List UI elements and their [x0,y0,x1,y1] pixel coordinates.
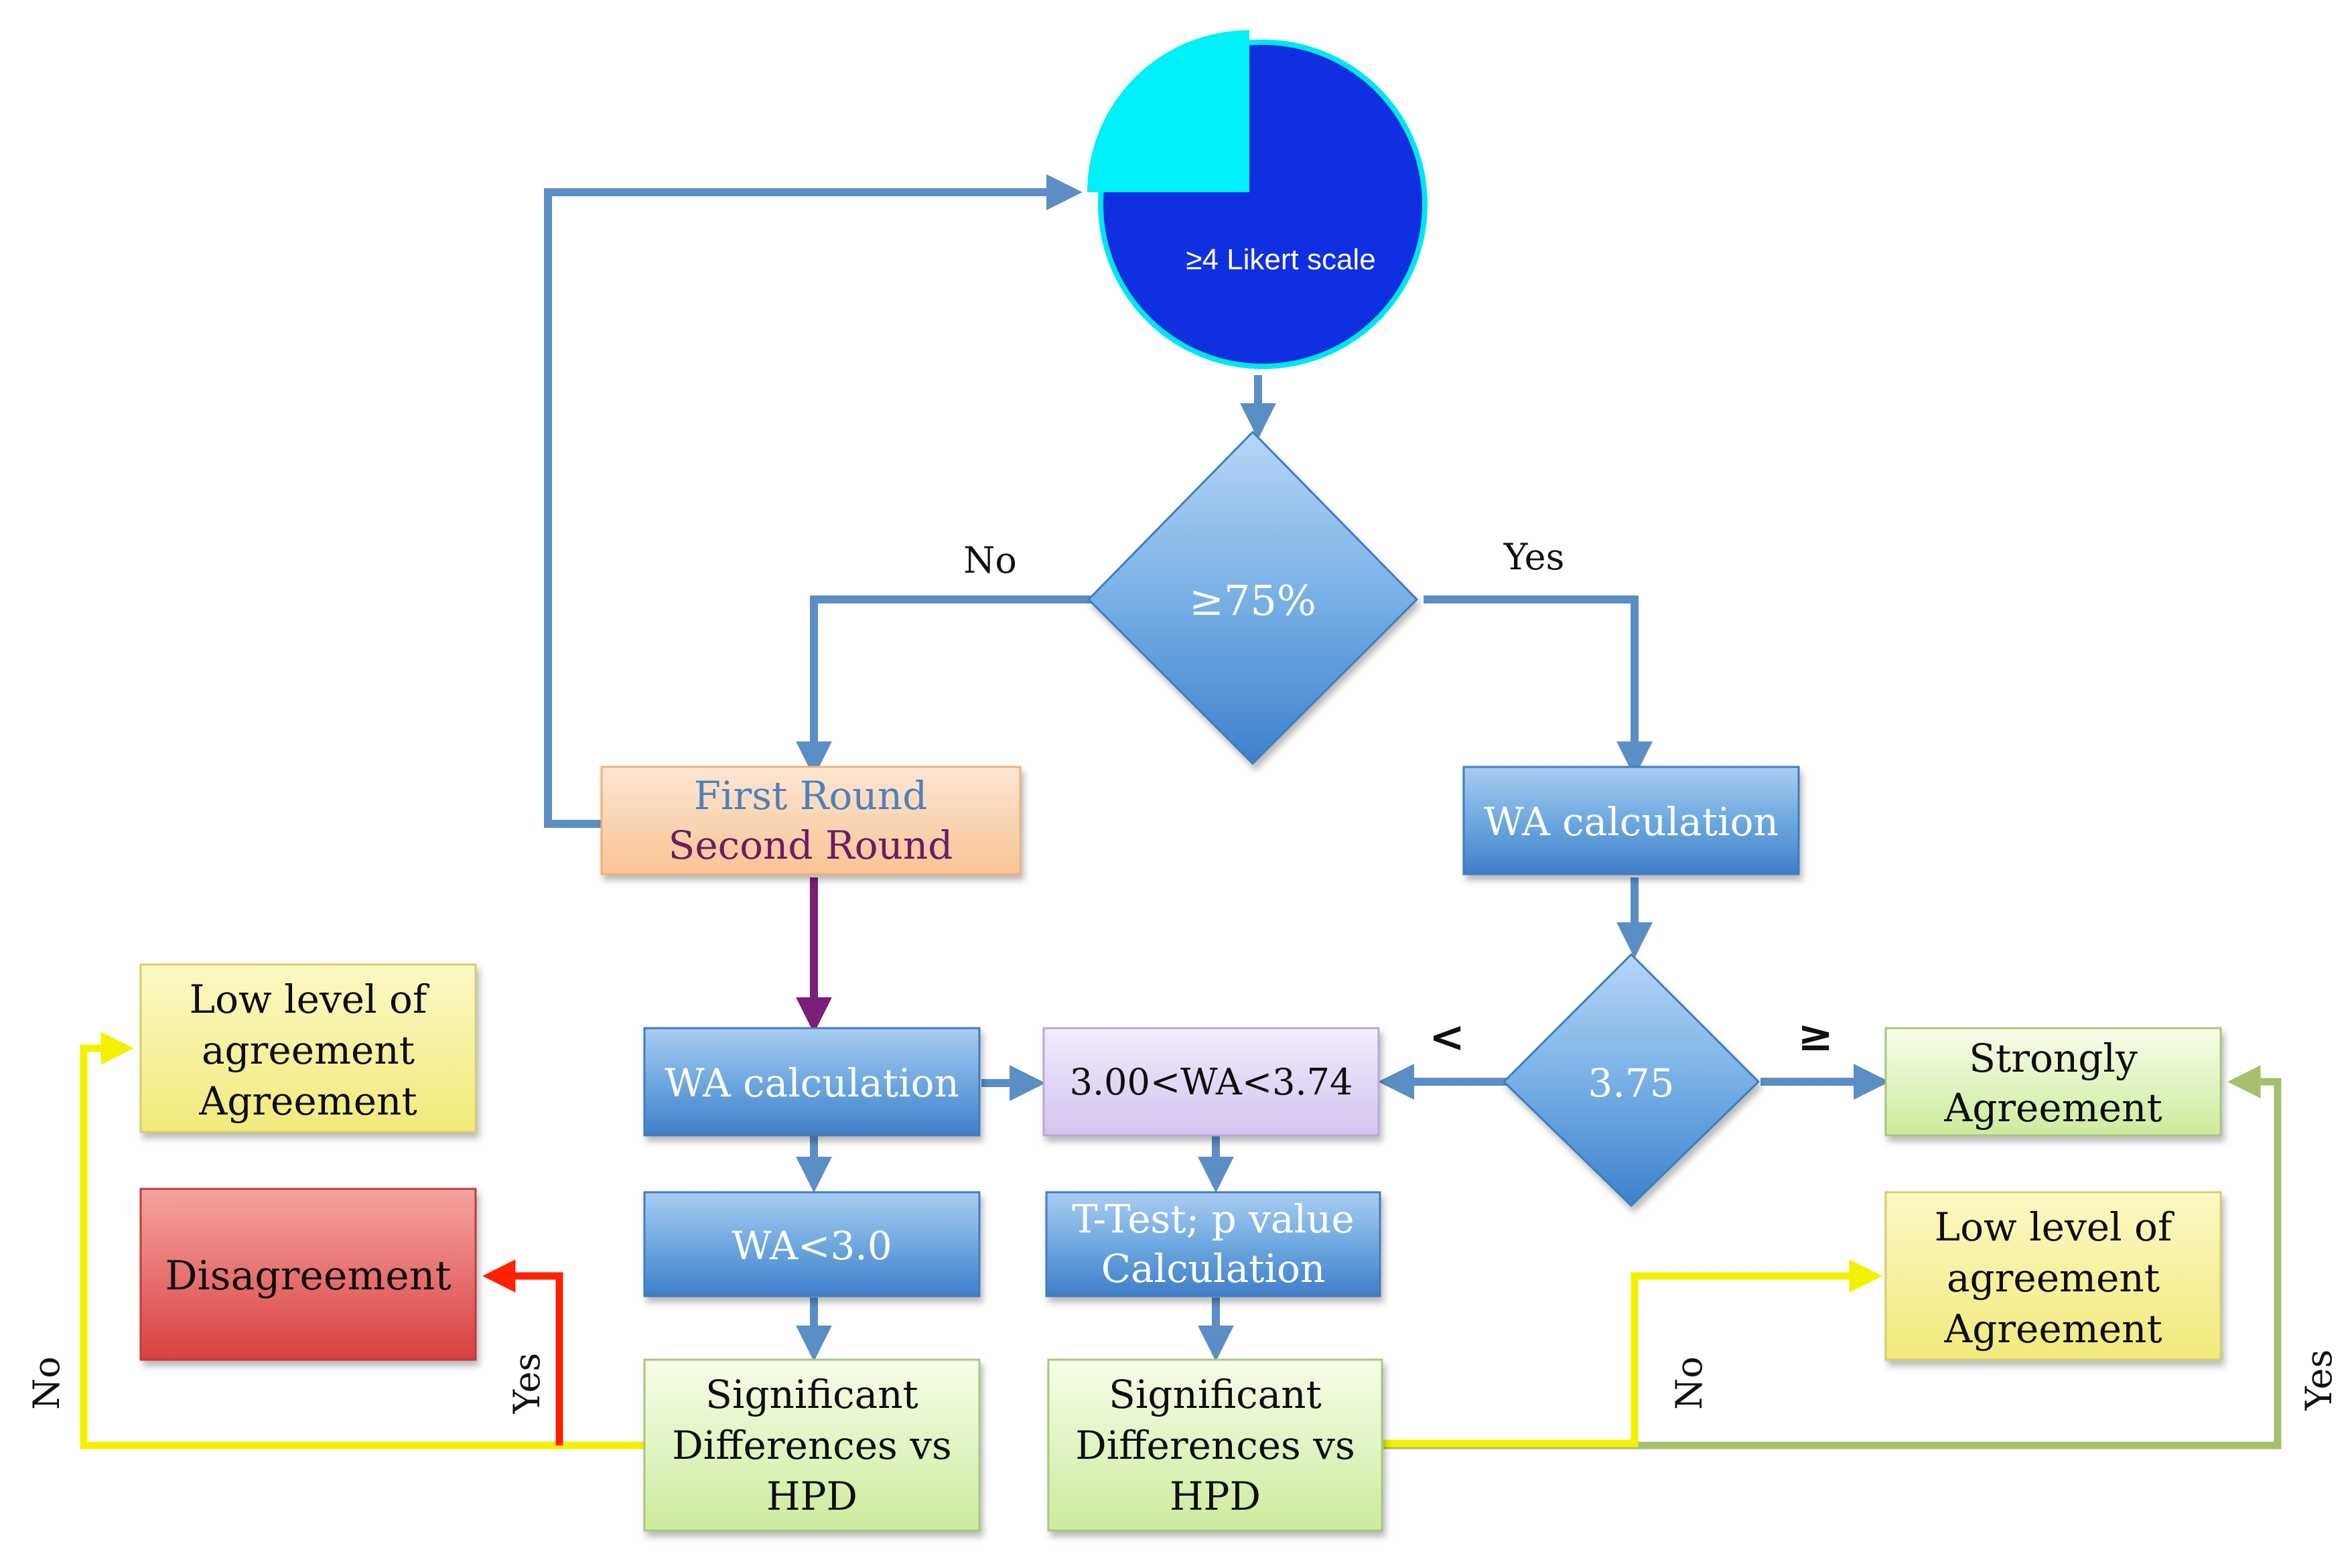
likert-pie: ≥4 Likert scale [1087,30,1428,369]
sig-left-line2: Differences vs [672,1423,952,1468]
wa-calculation-right-label: WA calculation [1484,799,1779,845]
sig-right-line1: Significant [1109,1372,1322,1417]
low-level-right-box: Low level of agreement Agreement [1884,1191,2222,1361]
low-left-line3: Agreement [198,1078,417,1124]
low-left-line2: agreement [202,1027,415,1073]
low-right-line2: agreement [1947,1255,2160,1301]
sig-left-line1: Significant [705,1372,918,1417]
strongly-line2: Agreement [1943,1085,2162,1131]
range-label: 3.00<WA<3.74 [1070,1061,1353,1103]
sig-left-line3: HPD [766,1474,857,1519]
decision-3-75: 3.75 [1502,952,1760,1208]
arrow-loop-to-pie [544,174,1083,828]
sig-right-no-label: No [1668,1356,1710,1410]
arrow-no-to-rounds [796,595,1092,778]
low-left-line1: Low level of [190,977,429,1022]
ge-label: ≥ [1797,1011,1834,1061]
arrow-sig-right-yes [1383,1065,2282,1449]
decision1-no-label: No [963,539,1017,581]
second-round-label: Second Round [669,823,953,868]
range-box: 3.00<WA<3.74 [1042,1027,1380,1137]
significant-right-box: Significant Differences vs HPD [1047,1358,1383,1532]
decision-3-75-label: 3.75 [1588,1060,1674,1106]
wa-low-box: WA<3.0 [643,1191,981,1297]
wa-calculation-left-label: WA calculation [665,1060,959,1106]
arrow-yes-to-wa [1424,595,1653,778]
pie-light-slice [1087,30,1249,192]
connectors [80,174,2282,1449]
lt-label: < [1429,1012,1465,1062]
decision-75-label: ≥75% [1189,576,1316,625]
ttest-line1: T-Test; p value [1072,1196,1354,1242]
first-round-label: First Round [694,773,927,818]
rounds-box: First Round Second Round [600,766,1022,875]
ttest-box: T-Test; p value Calculation [1045,1191,1381,1297]
sig-left-yes-label: Yes [506,1353,548,1415]
low-right-line1: Low level of [1935,1204,2174,1250]
strongly-line1: Strongly [1969,1036,2138,1081]
sig-right-yes-label: Yes [2298,1350,2340,1411]
strongly-agreement-box: Strongly Agreement [1884,1027,2222,1137]
sig-right-line3: HPD [1170,1474,1261,1519]
arrow-sig-left-yes [482,1259,563,1445]
low-level-left-box: Low level of agreement Agreement [139,963,477,1133]
decision-75-percent: ≥75% [1087,430,1419,766]
significant-left-box: Significant Differences vs HPD [643,1358,981,1532]
sig-right-line2: Differences vs [1075,1423,1355,1468]
wa-calculation-right-box: WA calculation [1462,766,1800,875]
disagreement-label: Disagreement [165,1253,451,1299]
arrow-sig-right-no [1383,1259,1882,1447]
decision1-yes-label: Yes [1503,536,1565,578]
likert-scale-label: ≥4 Likert scale [1186,243,1375,276]
low-right-line3: Agreement [1943,1306,2162,1352]
arrow-sig-left-no [80,1031,646,1449]
disagreement-box: Disagreement [139,1188,477,1361]
sig-left-no-label: No [25,1356,68,1410]
ttest-line2: Calculation [1101,1246,1326,1291]
wa-low-label: WA<3.0 [732,1223,892,1269]
wa-calculation-left-box: WA calculation [643,1027,981,1137]
